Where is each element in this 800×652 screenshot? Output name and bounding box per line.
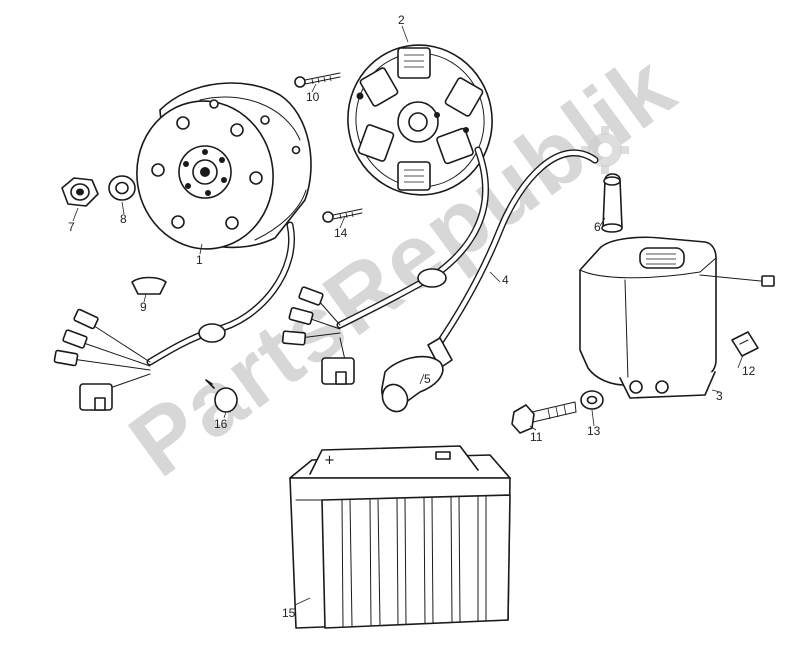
rubber-boot[interactable] — [601, 173, 623, 233]
washer[interactable] — [108, 175, 136, 201]
ht-lead[interactable] — [434, 149, 599, 349]
label-part-2: 2 — [398, 13, 405, 27]
washer-13[interactable] — [580, 390, 604, 410]
clip-nut[interactable] — [731, 331, 759, 357]
label-part-8: 8 — [120, 212, 127, 226]
leader-lines — [72, 25, 744, 606]
label-part-7: 7 — [68, 220, 75, 234]
label-part-5: 5 — [424, 372, 431, 386]
flywheel-rotor[interactable] — [127, 82, 312, 258]
label-part-9: 9 — [140, 300, 147, 314]
label-part-16: 16 — [214, 417, 228, 431]
svg-text:+: + — [324, 453, 335, 468]
label-part-10: 10 — [306, 90, 320, 104]
label-part-15: 15 — [282, 606, 296, 620]
spark-plug-cap[interactable] — [378, 337, 453, 416]
battery[interactable]: + — [289, 445, 511, 629]
ignition-coil[interactable] — [579, 236, 775, 399]
screw-14[interactable] — [322, 208, 363, 223]
label-part-3: 3 — [716, 389, 723, 403]
label-part-11: 11 — [530, 430, 543, 444]
stator-plate[interactable] — [336, 34, 504, 207]
bolt[interactable] — [511, 401, 577, 434]
label-part-6: 6 — [594, 220, 601, 234]
screw-10[interactable] — [294, 72, 341, 88]
woodruff-key[interactable] — [131, 276, 167, 295]
label-part-4: 4 — [502, 273, 509, 287]
part-number-labels: 1 2 3 4 5 6 7 8 9 10 11 12 13 14 15 16 — [68, 13, 756, 620]
stator-wiring-harness — [281, 146, 489, 385]
label-part-14: 14 — [334, 226, 348, 240]
hex-nut[interactable] — [61, 177, 99, 207]
rotor-wiring-harness — [53, 221, 295, 411]
label-part-13: 13 — [587, 424, 601, 438]
label-part-1: 1 — [196, 253, 203, 267]
label-part-12: 12 — [742, 364, 756, 378]
